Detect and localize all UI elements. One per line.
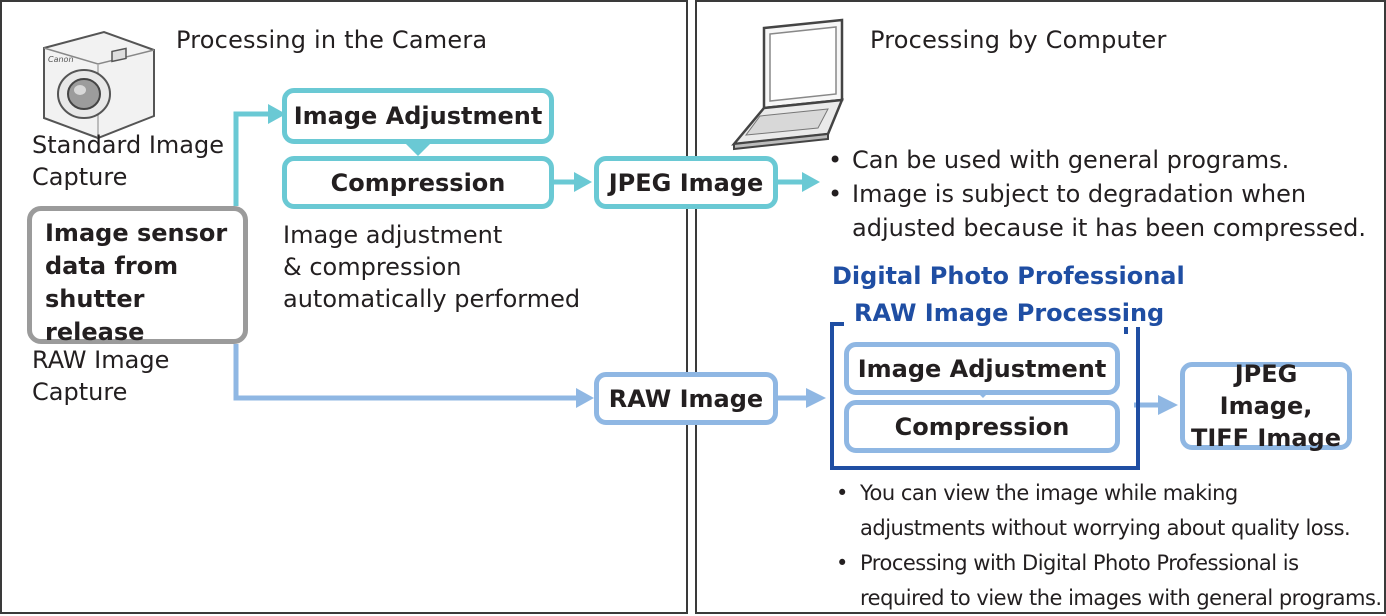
raw-notes-list: You can view the image while making adju… xyxy=(832,476,1386,616)
raw-image-box: RAW Image xyxy=(594,372,778,425)
camera-image-adjustment-box: Image Adjustment xyxy=(282,88,554,144)
jpeg-image-box: JPEG Image xyxy=(594,156,778,209)
dpp-image-adjustment-box: Image Adjustment xyxy=(844,342,1120,395)
jpeg-flow-path xyxy=(233,111,806,206)
arrowhead-to-computer xyxy=(802,172,820,192)
raw-note-1-line-2: adjustments without worrying about quali… xyxy=(860,516,1351,540)
sensor-line-3: shutter release xyxy=(45,285,145,346)
standard-capture-line-1: Standard Image xyxy=(32,131,224,159)
arrowhead-adjust-to-compress xyxy=(406,144,430,156)
output-line-2: TIFF Image xyxy=(1190,424,1342,452)
sensor-line-1: Image sensor xyxy=(45,219,228,247)
auto-note-line-2: & compression xyxy=(283,253,462,281)
arrowhead-to-dpp xyxy=(806,388,826,408)
sensor-line-2: data from xyxy=(45,252,179,280)
camera-panel-title: Processing in the Camera xyxy=(176,26,488,54)
jpeg-note-2-line-2: adjusted because it has been compressed. xyxy=(852,214,1366,242)
raw-processing-label: RAW Image Processing xyxy=(850,299,1169,327)
raw-note-1-line-1: You can view the image while making xyxy=(860,481,1238,505)
raw-note-2-line-1: Processing with Digital Photo Profession… xyxy=(860,551,1299,575)
arrowhead-to-jpeg xyxy=(574,172,592,192)
laptop-icon xyxy=(731,18,844,151)
computer-panel-title: Processing by Computer xyxy=(870,26,1167,54)
auto-processing-note: Image adjustment & compression automatic… xyxy=(283,219,580,315)
raw-note-2-line-2: required to view the images with general… xyxy=(860,586,1382,610)
arrowhead-to-output xyxy=(1158,395,1178,415)
camera-compression-box: Compression xyxy=(282,156,554,209)
arrowhead-to-adjustment xyxy=(268,104,286,124)
arrowhead-to-raw xyxy=(576,388,594,408)
standard-capture-line-2: Capture xyxy=(32,163,128,191)
raw-note-item: Processing with Digital Photo Profession… xyxy=(832,546,1386,616)
jpeg-note-item: Image is subject to degradation when adj… xyxy=(824,177,1384,245)
software-title: Digital Photo Professional xyxy=(832,262,1185,290)
auto-note-line-1: Image adjustment xyxy=(283,221,503,249)
image-sensor-box: Image sensor data from shutter release xyxy=(27,206,248,346)
camera-brand-label: Canon xyxy=(48,55,74,64)
camera-icon: Canon xyxy=(43,30,155,140)
jpeg-note-item: Can be used with general programs. xyxy=(824,143,1384,177)
jpeg-tiff-output-box: JPEG Image, TIFF Image xyxy=(1180,360,1352,452)
auto-note-line-3: automatically performed xyxy=(283,285,581,313)
standard-capture-label: Standard Image Capture xyxy=(32,129,224,193)
raw-note-item: You can view the image while making adju… xyxy=(832,476,1386,546)
raw-capture-label: RAW Image Capture xyxy=(32,344,169,408)
raw-capture-line-1: RAW Image xyxy=(32,346,170,374)
dpp-compression-box: Compression xyxy=(844,400,1120,453)
jpeg-note-2-line-1: Image is subject to degradation when xyxy=(852,180,1307,208)
output-line-1: JPEG Image, xyxy=(1219,360,1313,420)
jpeg-notes-list: Can be used with general programs. Image… xyxy=(824,143,1384,245)
jpeg-note-1-line-1: Can be used with general programs. xyxy=(852,146,1290,174)
jpeg-flow-arrowheads xyxy=(268,104,820,192)
raw-capture-line-2: Capture xyxy=(32,378,128,406)
